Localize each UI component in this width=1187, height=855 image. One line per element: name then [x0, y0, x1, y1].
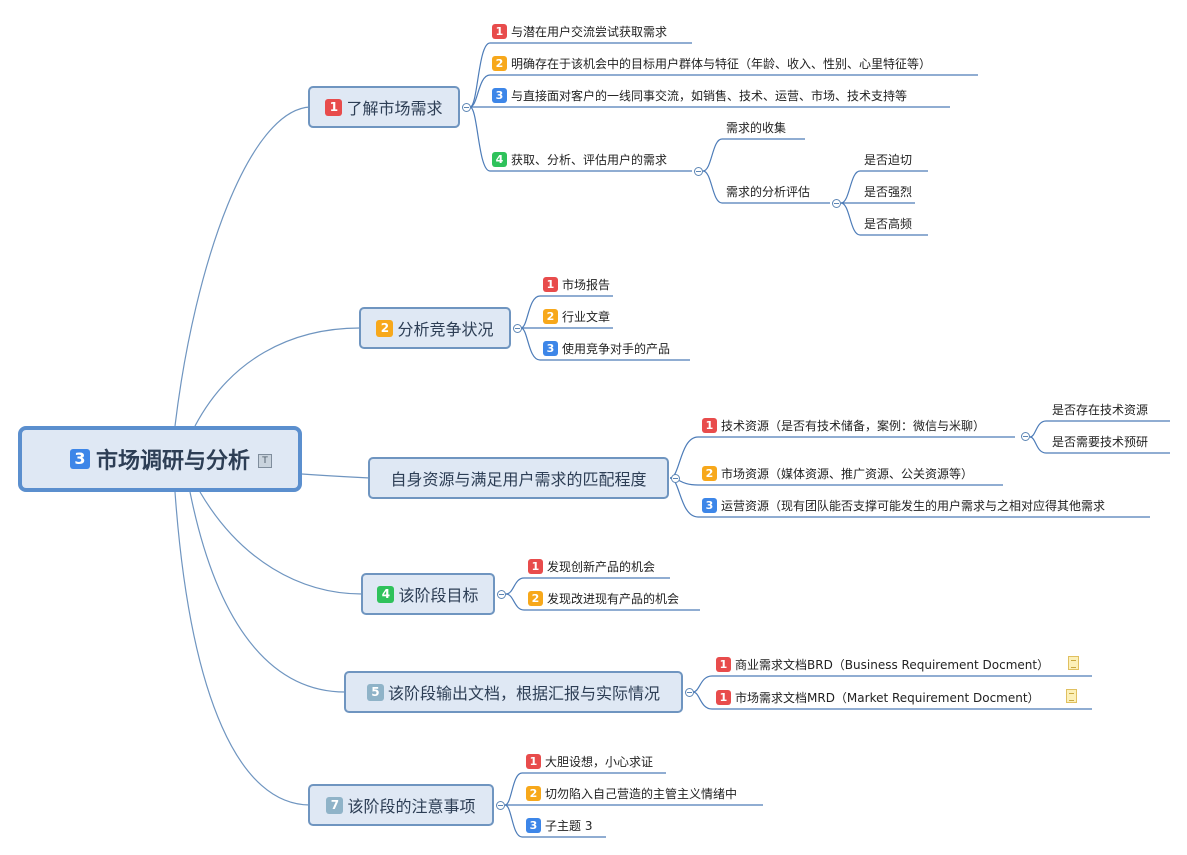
topic-label: 是否存在技术资源 [1052, 402, 1149, 417]
topic-label: 行业文章 [562, 309, 611, 324]
topic-label: 大胆设想，小心求证 [545, 754, 654, 769]
priority-2-icon: 2 [702, 465, 717, 481]
collapse-icon[interactable] [694, 167, 703, 176]
priority-3-icon: 3 [526, 817, 541, 833]
collapse-icon[interactable] [462, 103, 471, 112]
branch-own-resources[interactable]: 自身资源与满足用户需求的匹配程度 [368, 457, 669, 499]
topic-label: 发现创新产品的机会 [547, 559, 656, 574]
topic-bold-assumption[interactable]: 1 大胆设想，小心求证 [526, 751, 653, 771]
branch-number-badge: 7 [326, 796, 344, 814]
topic-innovation-opportunity[interactable]: 1 发现创新产品的机会 [528, 556, 655, 576]
collapse-icon[interactable] [496, 801, 505, 810]
topic-avoid-subjectivity[interactable]: 2 切勿陷入自己营造的主管主义情绪中 [526, 783, 737, 803]
topic-label: 市场需求文档MRD（Market Requirement Docment） [735, 690, 1040, 705]
topic-label: 明确存在于该机会中的目标用户群体与特征（年龄、收入、性别、心里特征等） [511, 56, 932, 71]
topic-label: 市场资源（媒体资源、推广资源、公关资源等） [721, 466, 974, 481]
topic-industry-articles[interactable]: 2 行业文章 [543, 306, 610, 326]
branch-number-badge: 5 [366, 683, 384, 701]
branch-number-badge: 4 [377, 585, 395, 603]
central-title: 市场调研与分析 [95, 449, 250, 474]
branch-label: 该阶段的注意事项 [347, 797, 476, 816]
branch-number-badge: 1 [325, 98, 343, 116]
collapse-icon[interactable] [497, 590, 506, 599]
priority-2-icon: 2 [528, 590, 543, 606]
topic-label: 运营资源（现有团队能否支撑可能发生的用户需求与之相对应得其他需求 [721, 498, 1106, 513]
branch-number-badge: 2 [376, 319, 394, 337]
topic-tech-research[interactable]: 是否需要技术预研 [1052, 431, 1148, 451]
topic-label: 商业需求文档BRD（Business Requirement Docment） [735, 657, 1050, 672]
branch-stage-goals[interactable]: 4 该阶段目标 [361, 573, 495, 615]
text-note-icon[interactable]: T [258, 454, 272, 468]
topic-label: 需求的分析评估 [726, 184, 811, 199]
topic-analyze-needs[interactable]: 4 获取、分析、评估用户的需求 [492, 149, 667, 169]
central-number-badge: 3 [69, 449, 90, 469]
branch-label: 该阶段输出文档，根据汇报与实际情况 [387, 684, 660, 703]
branch-competition[interactable]: 2 分析竞争状况 [359, 307, 511, 349]
topic-label: 是否高频 [864, 216, 913, 231]
topic-label: 是否强烈 [864, 184, 913, 199]
topic-strong[interactable]: 是否强烈 [864, 181, 912, 201]
priority-3-icon: 3 [543, 340, 558, 356]
topic-label: 获取、分析、评估用户的需求 [511, 152, 668, 167]
central-topic[interactable]: 3 市场调研与分析 T [18, 426, 302, 492]
topic-label: 与直接面对客户的一线同事交流，如销售、技术、运营、市场、技术支持等 [511, 88, 908, 103]
collapse-icon[interactable] [1021, 432, 1030, 441]
topic-brd[interactable]: 1 商业需求文档BRD（Business Requirement Docment… [716, 654, 1049, 674]
branch-label: 自身资源与满足用户需求的匹配程度 [390, 470, 647, 489]
branch-precautions[interactable]: 7 该阶段的注意事项 [308, 784, 494, 826]
topic-label: 使用竞争对手的产品 [562, 341, 671, 356]
topic-label: 是否迫切 [864, 152, 913, 167]
collapse-icon[interactable] [832, 199, 841, 208]
topic-ops-resources[interactable]: 3 运营资源（现有团队能否支撑可能发生的用户需求与之相对应得其他需求 [702, 495, 1105, 515]
topic-frequent[interactable]: 是否高频 [864, 213, 912, 233]
collapse-icon[interactable] [685, 688, 694, 697]
topic-tech-exists[interactable]: 是否存在技术资源 [1052, 399, 1148, 419]
branch-market-needs[interactable]: 1 了解市场需求 [308, 86, 460, 128]
branch-output-documents[interactable]: 5 该阶段输出文档，根据汇报与实际情况 [344, 671, 683, 713]
topic-label: 技术资源（是否有技术储备，案例：微信与米聊） [721, 418, 986, 433]
priority-1-icon: 1 [528, 558, 543, 574]
topic-label: 切勿陷入自己营造的主管主义情绪中 [545, 786, 738, 801]
topic-target-users[interactable]: 2 明确存在于该机会中的目标用户群体与特征（年龄、收入、性别、心里特征等） [492, 53, 931, 73]
topic-label: 是否需要技术预研 [1052, 434, 1149, 449]
priority-3-icon: 3 [492, 87, 507, 103]
priority-2-icon: 2 [526, 785, 541, 801]
topic-frontline-colleagues[interactable]: 3 与直接面对客户的一线同事交流，如销售、技术、运营、市场、技术支持等 [492, 85, 907, 105]
topic-needs-collection[interactable]: 需求的收集 [726, 117, 786, 137]
note-icon[interactable] [1066, 689, 1077, 703]
topic-improvement-opportunity[interactable]: 2 发现改进现有产品的机会 [528, 588, 679, 608]
priority-2-icon: 2 [492, 55, 507, 71]
branch-label: 该阶段目标 [398, 586, 479, 605]
topic-market-report[interactable]: 1 市场报告 [543, 274, 610, 294]
topic-label: 需求的收集 [726, 120, 787, 135]
branch-label: 了解市场需求 [346, 99, 443, 118]
collapse-icon[interactable] [671, 474, 680, 483]
priority-3-icon: 3 [702, 497, 717, 513]
topic-label: 发现改进现有产品的机会 [547, 591, 680, 606]
collapse-icon[interactable] [513, 324, 522, 333]
priority-1-icon: 1 [526, 753, 541, 769]
priority-1-icon: 1 [716, 689, 731, 705]
priority-1-icon: 1 [716, 656, 731, 672]
priority-1-icon: 1 [543, 276, 558, 292]
topic-tech-resources[interactable]: 1 技术资源（是否有技术储备，案例：微信与米聊） [702, 415, 985, 435]
priority-2-icon: 2 [543, 308, 558, 324]
topic-mrd[interactable]: 1 市场需求文档MRD（Market Requirement Docment） [716, 687, 1040, 707]
branch-label: 分析竞争状况 [397, 320, 494, 339]
note-icon[interactable] [1068, 656, 1079, 670]
topic-label: 市场报告 [562, 277, 611, 292]
priority-4-icon: 4 [492, 151, 507, 167]
topic-label: 与潜在用户交流尝试获取需求 [511, 24, 668, 39]
topic-urgent[interactable]: 是否迫切 [864, 149, 912, 169]
priority-1-icon: 1 [702, 417, 717, 433]
topic-subtopic-3[interactable]: 3 子主题 3 [526, 815, 592, 835]
topic-label: 子主题 3 [545, 818, 593, 833]
topic-needs-evaluation[interactable]: 需求的分析评估 [726, 181, 810, 201]
topic-competitor-products[interactable]: 3 使用竞争对手的产品 [543, 338, 670, 358]
topic-talk-potential-users[interactable]: 1 与潜在用户交流尝试获取需求 [492, 21, 667, 41]
priority-1-icon: 1 [492, 23, 507, 39]
topic-market-resources[interactable]: 2 市场资源（媒体资源、推广资源、公关资源等） [702, 463, 973, 483]
